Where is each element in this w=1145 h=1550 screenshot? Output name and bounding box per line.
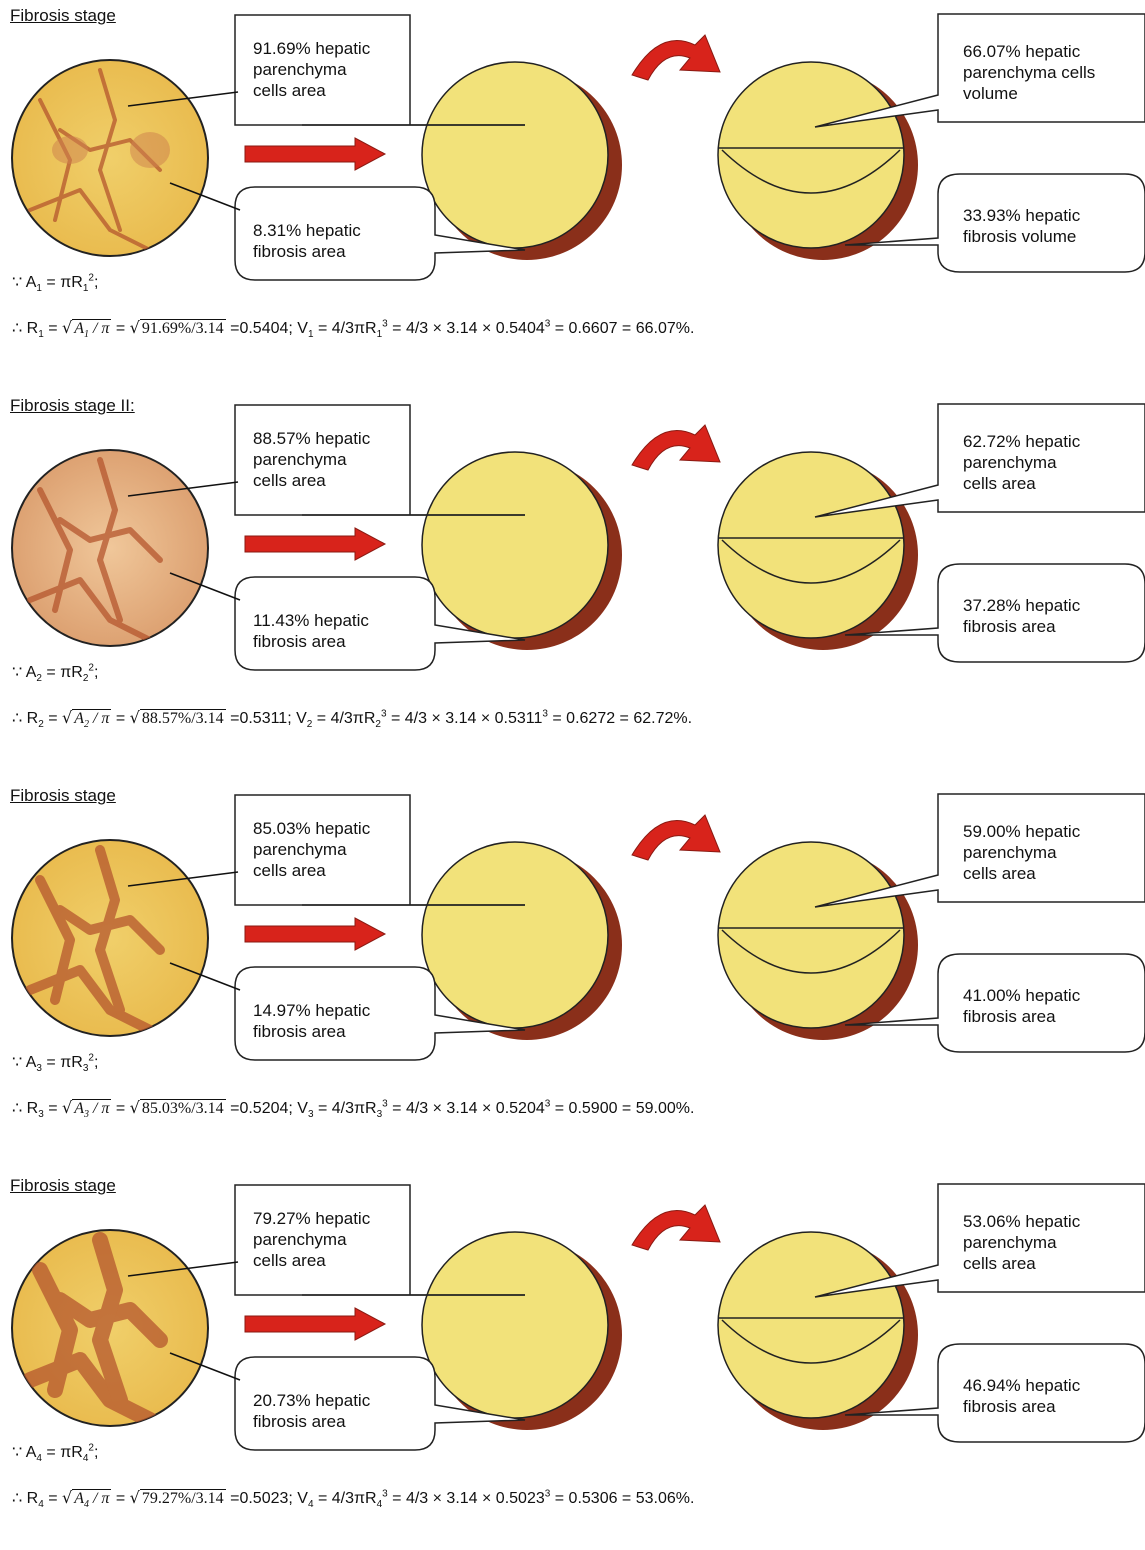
callout-line: parenchyma (253, 449, 370, 470)
area-pie (422, 62, 622, 260)
callout-line: 8.31% hepatic (253, 220, 361, 241)
callout-line: parenchyma (253, 59, 370, 80)
pie-face (718, 62, 904, 248)
callout-line: parenchyma (963, 1232, 1080, 1253)
area-equation: ∵ A4 = πR42; (12, 1442, 98, 1462)
pie-face (422, 62, 608, 248)
arrow-right-icon (245, 1308, 385, 1340)
callout-line: cells area (253, 860, 370, 881)
arrow-right-icon (245, 528, 385, 560)
callout-line: 91.69% hepatic (253, 38, 370, 59)
callout-line: 14.97% hepatic (253, 1000, 370, 1021)
area-equation: ∵ A3 = πR32; (12, 1052, 98, 1072)
callout-line: parenchyma (963, 842, 1080, 863)
fibrosis-volume-label: 46.94% hepaticfibrosis area (963, 1375, 1080, 1417)
volume-pie (718, 842, 918, 1040)
area-pie (422, 1232, 622, 1430)
area-pie (422, 452, 622, 650)
callout-line: fibrosis area (253, 1021, 370, 1042)
callout-line: 62.72% hepatic (963, 431, 1080, 452)
callout-line: parenchyma cells (963, 62, 1095, 83)
tissue-micrograph (12, 60, 208, 256)
callout-line: fibrosis area (963, 1396, 1080, 1417)
callout-line: cells area (253, 80, 370, 101)
parenchyma-area-label: 79.27% hepaticparenchymacells area (253, 1208, 370, 1271)
pie-face (718, 1232, 904, 1418)
volume-pie (718, 452, 918, 650)
callout-line: 53.06% hepatic (963, 1211, 1080, 1232)
pie-face (422, 452, 608, 638)
parenchyma-volume-label: 53.06% hepaticparenchymacells area (963, 1211, 1080, 1274)
volume-equation: ∴ R3 = √A3 / π = √85.03%/3.14 =0.5204; V… (12, 1098, 694, 1118)
pie-face (422, 1232, 608, 1418)
arrow-right-icon (245, 918, 385, 950)
callout-line: fibrosis area (963, 616, 1080, 637)
callout-line: cells area (253, 470, 370, 491)
callout-line: fibrosis area (253, 1411, 370, 1432)
curved-arrow-icon (632, 35, 720, 80)
tissue-micrograph (12, 840, 208, 1036)
area-pie (422, 842, 622, 1040)
callout-line: fibrosis volume (963, 226, 1080, 247)
callout-line: volume (963, 83, 1095, 104)
callout-line: parenchyma (253, 1229, 370, 1250)
volume-equation: ∴ R4 = √A4 / π = √79.27%/3.14 =0.5023; V… (12, 1488, 694, 1508)
area-equation: ∵ A2 = πR22; (12, 662, 98, 682)
callout-line: 79.27% hepatic (253, 1208, 370, 1229)
callout-line: fibrosis area (253, 631, 369, 652)
callout-line: 41.00% hepatic (963, 985, 1080, 1006)
callout-line: cells area (253, 1250, 370, 1271)
callout-line: 88.57% hepatic (253, 428, 370, 449)
curved-arrow-icon (632, 1205, 720, 1250)
callout-line: 66.07% hepatic (963, 41, 1095, 62)
pie-face (422, 842, 608, 1028)
callout-line: 85.03% hepatic (253, 818, 370, 839)
callout-line: 11.43% hepatic (253, 610, 369, 631)
callout-line: fibrosis area (253, 241, 361, 262)
fibrosis-volume-label: 37.28% hepaticfibrosis area (963, 595, 1080, 637)
area-equation: ∵ A1 = πR12; (12, 272, 98, 292)
callout-line: fibrosis area (963, 1006, 1080, 1027)
arrow-right-icon (245, 138, 385, 170)
callout-line: parenchyma (963, 452, 1080, 473)
volume-equation: ∴ R1 = √A1 / π = √91.69%/3.14 =0.5404; V… (12, 318, 694, 338)
callout-line: 20.73% hepatic (253, 1390, 370, 1411)
callout-line: cells area (963, 863, 1080, 884)
callout-line: 46.94% hepatic (963, 1375, 1080, 1396)
volume-equation: ∴ R2 = √A2 / π = √88.57%/3.14 =0.5311; V… (12, 708, 692, 728)
callout-line: 33.93% hepatic (963, 205, 1080, 226)
pie-face (718, 842, 904, 1028)
callout-line: cells area (963, 473, 1080, 494)
callout-line: parenchyma (253, 839, 370, 860)
volume-pie (718, 62, 918, 260)
curved-arrow-icon (632, 815, 720, 860)
callout-line: 59.00% hepatic (963, 821, 1080, 842)
tissue-micrograph (12, 1230, 208, 1426)
callout-line: cells area (963, 1253, 1080, 1274)
volume-pie (718, 1232, 918, 1430)
pie-face (718, 452, 904, 638)
callout-line: 37.28% hepatic (963, 595, 1080, 616)
curved-arrow-icon (632, 425, 720, 470)
tissue-micrograph (12, 450, 208, 646)
